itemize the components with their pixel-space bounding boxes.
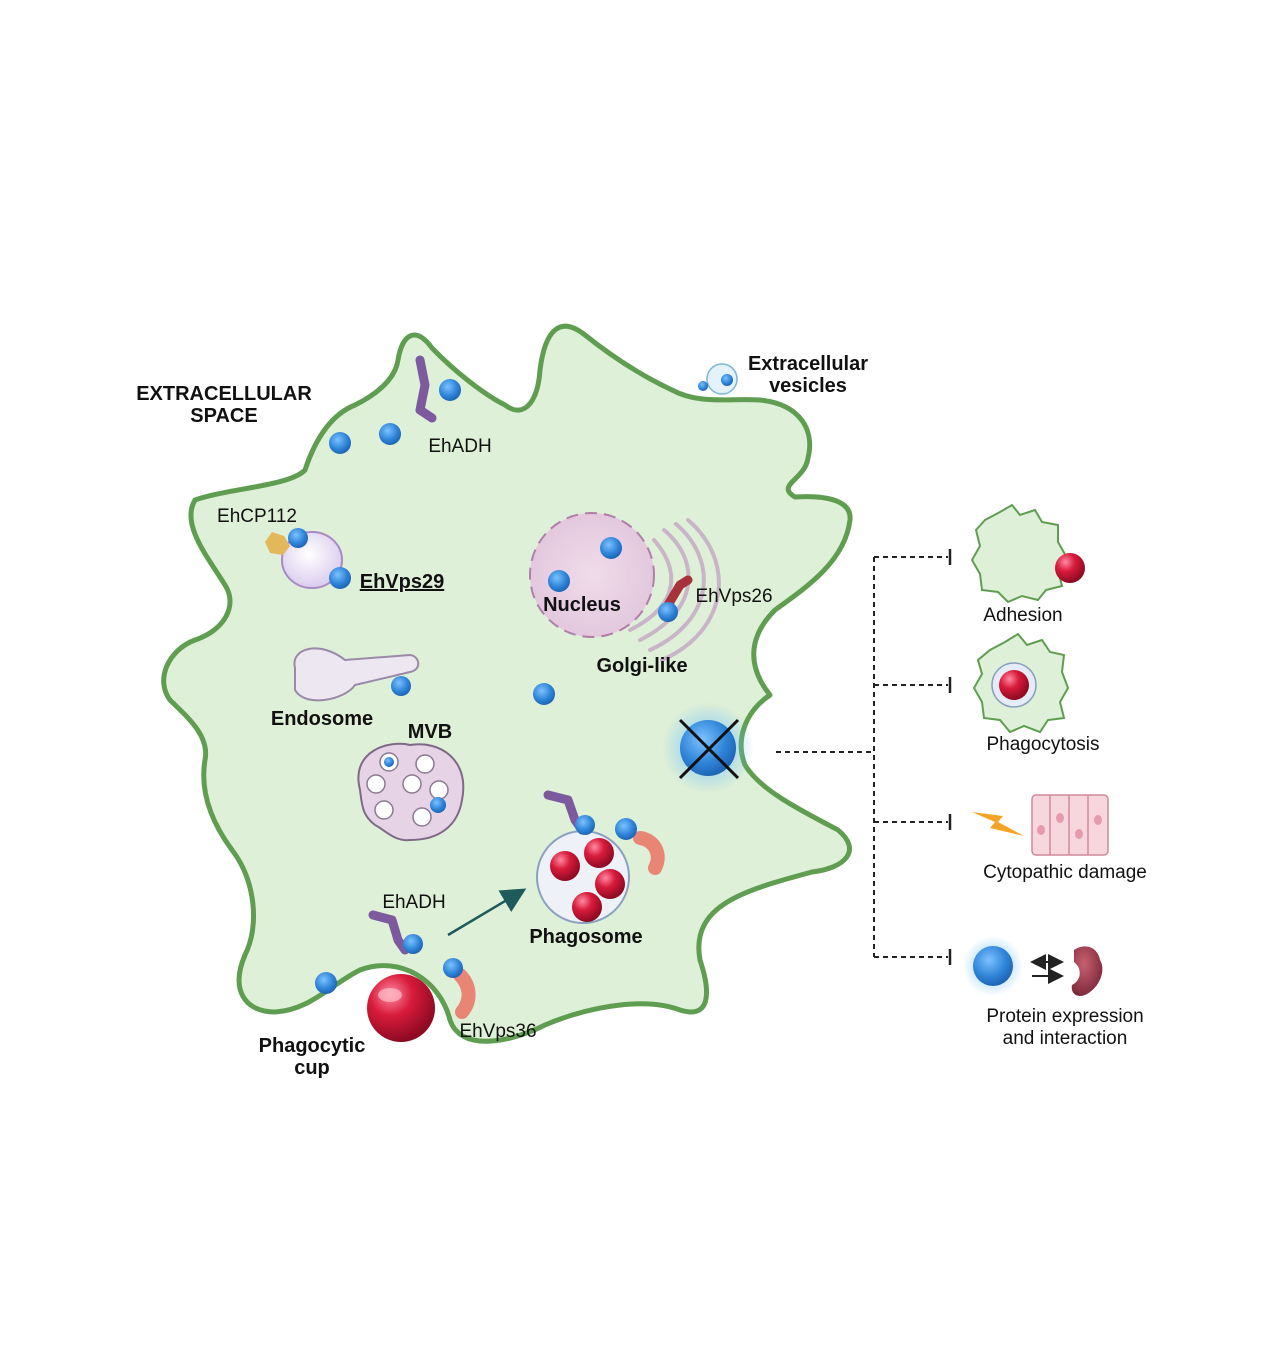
endosome-icon xyxy=(293,647,420,702)
phagocytic-cup-label-line1: Phagocytic xyxy=(259,1035,366,1057)
protein-blue-icon xyxy=(379,423,401,445)
phagocytosis-icon xyxy=(972,632,1070,734)
adhesion-label: Adhesion xyxy=(983,605,1062,626)
amoeba-cell-membrane xyxy=(161,323,853,1044)
ehvps26-protein-icon xyxy=(658,575,693,622)
adhesion-icon xyxy=(970,503,1085,604)
ehadh-bottom-label: EhADH xyxy=(382,892,445,913)
protein-blue-icon xyxy=(329,567,351,589)
phagocytic-cup-label-line2: cup xyxy=(294,1057,330,1079)
golgi-icon xyxy=(628,518,721,662)
protein-blue-icon xyxy=(315,972,337,994)
phagosome-icon xyxy=(536,830,630,924)
cytopathic-damage-label: Cytopathic damage xyxy=(983,862,1147,883)
ehvps36-protein-phagosome-icon xyxy=(615,818,665,875)
internalization-arrow xyxy=(447,888,527,937)
protein-expression-label-line1: Protein expression xyxy=(986,1006,1143,1027)
extracellular-space-label-line1: EXTRACELLULAR xyxy=(136,383,312,405)
extracellular-vesicles-icon xyxy=(698,363,738,395)
protein-blue-icon xyxy=(533,683,555,705)
extracellular-space-label-line2: SPACE xyxy=(190,405,257,427)
extracellular-vesicles-label-line2: vesicles xyxy=(769,375,847,397)
erythrocyte-icon xyxy=(367,974,435,1042)
ehcp112-protein-icon xyxy=(265,532,290,555)
ehadh-top-label: EhADH xyxy=(428,436,491,457)
mvb-label: MVB xyxy=(408,721,452,743)
ehadh-receptor-bottom-icon xyxy=(368,910,423,955)
interaction-arrows-icon xyxy=(1030,954,1064,984)
phagosome-label: Phagosome xyxy=(529,926,642,948)
ehadh-receptor-top-icon xyxy=(415,355,461,423)
phagocytosis-label: Phagocytosis xyxy=(986,734,1099,755)
ehvps26-label: EhVps26 xyxy=(695,586,772,607)
protein-expression-label-line2: and interaction xyxy=(1003,1028,1128,1049)
ehadh-receptor-phagosome-icon xyxy=(543,790,595,835)
protein-blue-icon xyxy=(288,528,308,548)
ehvps36-label: EhVps36 xyxy=(459,1021,536,1042)
golgi-like-label: Golgi-like xyxy=(596,655,687,677)
protein-blue-icon xyxy=(329,432,351,454)
ehvps36-protein-cup-icon xyxy=(443,958,476,1019)
nucleus-icon xyxy=(529,512,655,638)
ehvps29-protein-icon xyxy=(963,936,1023,996)
ehvps29-label: EhVps29 xyxy=(360,571,444,593)
interacting-protein-icon xyxy=(1071,946,1103,996)
silenced-ehvps29-icon xyxy=(662,702,754,794)
extracellular-vesicles-label-line1: Extracellular xyxy=(748,353,868,375)
endosome-label: Endosome xyxy=(271,708,373,730)
ehcp112-label: EhCP112 xyxy=(217,506,297,527)
epithelial-cells-icon xyxy=(1031,794,1109,856)
lightning-icon xyxy=(972,812,1024,836)
mvb-icon xyxy=(357,742,465,842)
inhibition-connectors xyxy=(776,556,948,958)
nucleus-label: Nucleus xyxy=(543,594,621,616)
